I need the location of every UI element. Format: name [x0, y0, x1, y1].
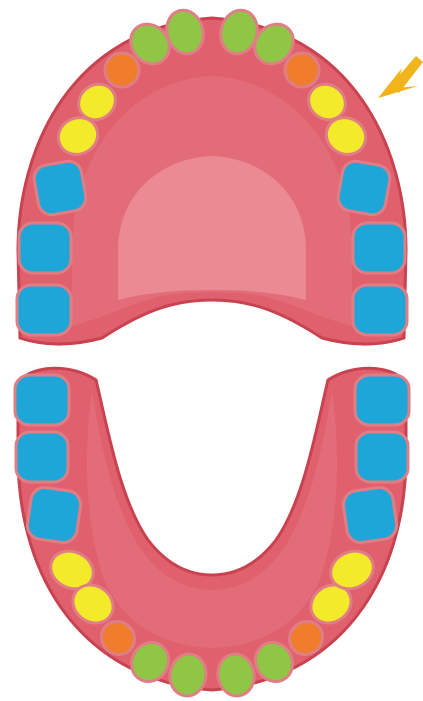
upper-molar-tooth-16	[353, 285, 407, 335]
upper-molar-tooth-14	[336, 159, 392, 217]
lower-molar-tooth-2	[16, 432, 68, 482]
upper-molar-tooth-15	[353, 223, 405, 273]
upper-molar-tooth-3	[32, 159, 88, 217]
lower-molar-tooth-1	[15, 375, 69, 425]
upper-molar-tooth-2	[19, 223, 71, 273]
lower-arch	[15, 368, 409, 699]
lower-molar-tooth-14	[342, 486, 399, 544]
lower-molar-tooth-16	[355, 375, 409, 425]
upper-molar-tooth-1	[17, 285, 71, 335]
arrow-pointing-down-left-icon	[378, 56, 423, 98]
upper-arch	[17, 6, 407, 344]
lower-molar-tooth-3	[26, 486, 83, 544]
lower-floor-inner	[87, 392, 337, 648]
lower-molar-tooth-15	[356, 432, 408, 482]
